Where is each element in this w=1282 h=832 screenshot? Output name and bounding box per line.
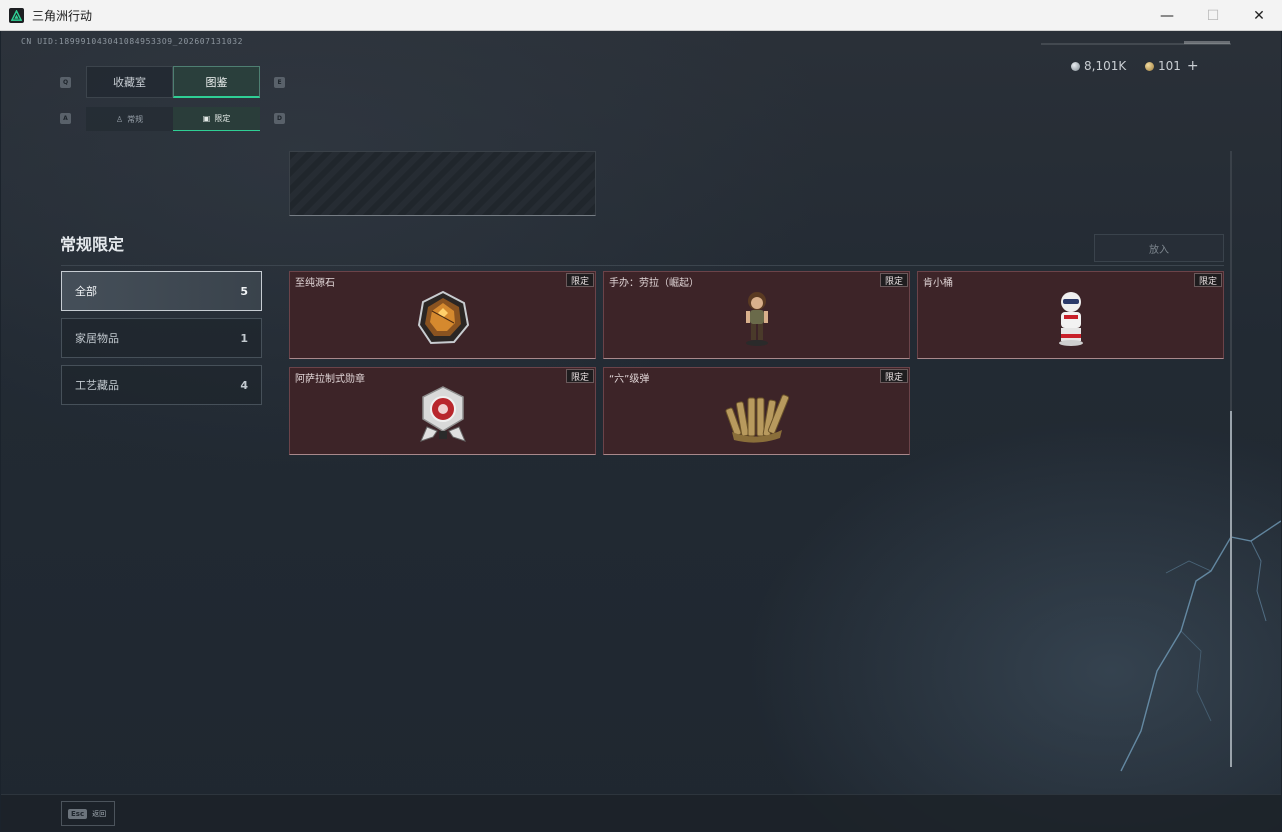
tab-regular[interactable]: ♙ 常规 [86, 107, 173, 131]
item-card[interactable]: 至纯源石 限定 [289, 271, 596, 359]
bullets-icon [724, 394, 789, 443]
close-button[interactable]: ✕ [1253, 7, 1265, 24]
gold-coin-icon [1145, 61, 1154, 71]
key-hint-e: E [274, 77, 285, 88]
currency-gold-value: 101 [1158, 59, 1181, 73]
key-hint-a: A [60, 113, 71, 124]
figure-bucket-icon [1058, 292, 1083, 346]
collection-banner [289, 151, 596, 216]
player-uid: CN UID:1899910430410849533O9_20260713103… [21, 37, 244, 46]
currency-gold: 101 + [1145, 58, 1199, 74]
tab-codex[interactable]: 图鉴 [173, 66, 260, 98]
put-in-button[interactable]: 放入 [1094, 234, 1224, 262]
item-card[interactable]: 肯小桶 限定 [917, 271, 1224, 359]
currency-silver-value: 8,101K [1084, 59, 1127, 73]
tab-regular-label: 常规 [127, 114, 144, 124]
medal-icon [419, 386, 466, 442]
category-home-items[interactable]: 家居物品 1 [61, 318, 262, 358]
currency-silver: 8,101K [1071, 58, 1126, 74]
image-icon: ▣ [202, 114, 211, 123]
limited-badge: 限定 [879, 273, 908, 287]
category-label: 工艺藏品 [75, 379, 119, 392]
limited-badge: 限定 [565, 369, 594, 383]
chess-piece-icon: ♙ [115, 114, 124, 124]
window-title: 三角洲行动 [32, 8, 93, 23]
minimize-button[interactable]: — [1160, 7, 1174, 24]
tab-limited[interactable]: ▣ 限定 [173, 107, 260, 131]
item-name: 肯小桶 [923, 278, 953, 289]
game-viewport: CN UID:1899910430410849533O9_20260713103… [1, 31, 1281, 831]
category-all[interactable]: 全部 5 [61, 271, 262, 311]
item-card[interactable]: 阿萨拉制式勋章 限定 [289, 367, 596, 455]
figure-lara-icon [745, 292, 768, 346]
category-label: 全部 [75, 285, 97, 298]
item-name: “六”级弹 [609, 374, 650, 385]
crystal-icon [417, 290, 469, 345]
key-hint-q: Q [60, 77, 71, 88]
limited-badge: 限定 [565, 273, 594, 287]
silver-coin-icon [1071, 61, 1080, 71]
category-count: 1 [240, 331, 248, 345]
scrollbar-thumb[interactable] [1230, 411, 1232, 767]
category-crafts[interactable]: 工艺藏品 4 [61, 365, 262, 405]
item-card[interactable]: 手办：劳拉（崛起） 限定 [603, 271, 910, 359]
lightning-decoration-icon [1120, 520, 1281, 772]
window-titlebar: 三角洲行动 — ☐ ✕ [0, 0, 1282, 31]
section-divider [61, 265, 1224, 266]
tab-collection-room[interactable]: 收藏室 [86, 66, 173, 98]
category-label: 家居物品 [75, 332, 119, 345]
category-count: 4 [240, 378, 248, 392]
back-button[interactable]: Esc 返回 [61, 801, 115, 826]
tab-limited-label: 限定 [214, 114, 231, 123]
category-count: 5 [240, 284, 248, 298]
item-name: 至纯源石 [295, 278, 335, 289]
key-hint-d: D [274, 113, 285, 124]
limited-badge: 限定 [1193, 273, 1222, 287]
item-name: 手办：劳拉（崛起） [609, 278, 699, 289]
limited-badge: 限定 [879, 369, 908, 383]
item-name: 阿萨拉制式勋章 [295, 374, 365, 385]
maximize-button[interactable]: ☐ [1206, 7, 1220, 24]
item-card[interactable]: “六”级弹 限定 [603, 367, 910, 455]
header-divider [1041, 43, 1231, 45]
add-currency-button[interactable]: + [1186, 58, 1199, 74]
app-logo-icon [9, 7, 24, 23]
footer-bar: Esc 返回 [1, 794, 1281, 831]
header-divider-accent [1184, 41, 1230, 44]
esc-key-hint: Esc [68, 808, 88, 819]
back-label: 返回 [92, 809, 107, 818]
section-title: 常规限定 [60, 235, 125, 254]
